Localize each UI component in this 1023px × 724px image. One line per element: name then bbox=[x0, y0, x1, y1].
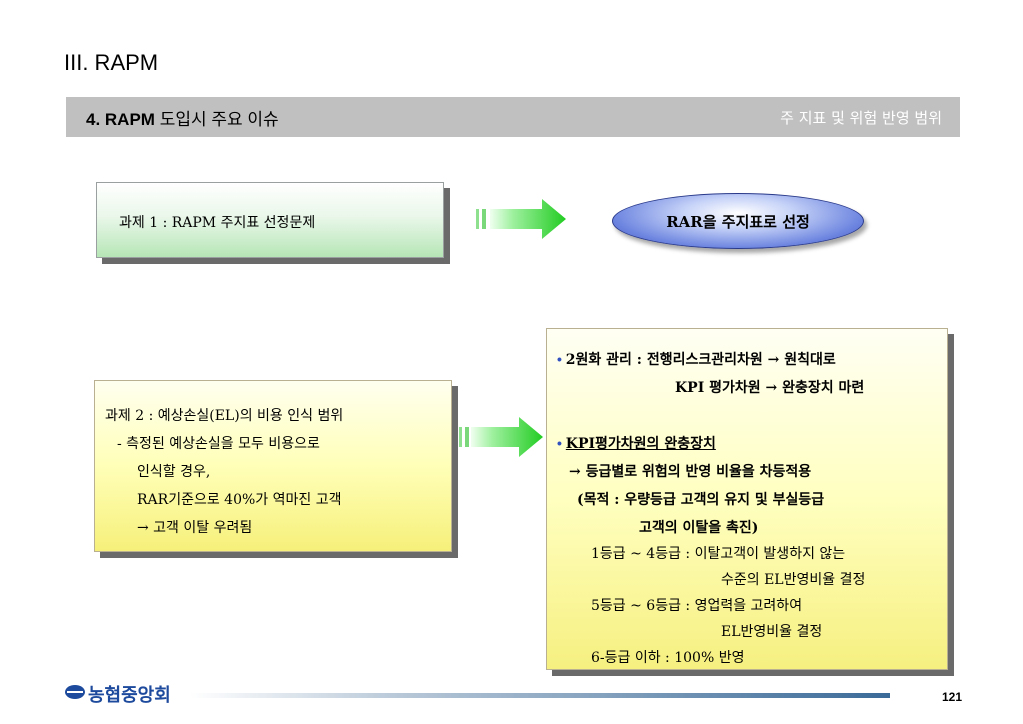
issue-1-box: 과제 1 : RAPM 주지표 선정문제 bbox=[96, 182, 444, 258]
solution-bullet-2: • KPI평가차원의 완충장치 bbox=[557, 433, 716, 453]
issue-2-line: RAR기준으로 40%가 역마진 고객 bbox=[137, 492, 342, 508]
solution-line: → 등급별로 위험의 반영 비율을 차등적용 bbox=[569, 464, 812, 480]
solution-bullet-1-text: 2원화 관리 : 전행리스크관리차원 → 원칙대로 bbox=[565, 352, 836, 368]
rar-result-oval: RAR을 주지표로 선정 bbox=[612, 193, 864, 249]
bullet-icon: • bbox=[557, 435, 566, 451]
page-title: III. RAPM bbox=[64, 50, 159, 75]
grade-rule-line: 5등급 ~ 6등급 : 영업력을 고려하여 bbox=[591, 598, 803, 614]
logo-icon bbox=[65, 685, 85, 699]
issue-2-line: → 고객 이탈 우려됨 bbox=[137, 520, 253, 536]
issue-2-line: - 측정된 예상손실을 모두 비용으로 bbox=[117, 436, 320, 452]
rar-result-text: RAR을 주지표로 선정 bbox=[666, 213, 810, 231]
issue-2-title: 과제 2 : 예상손실(EL)의 비용 인식 범위 bbox=[105, 408, 344, 424]
right-arrow-icon bbox=[459, 417, 543, 457]
right-arrow-icon bbox=[476, 199, 566, 239]
section-title: 4. RAPM 도입시 주요 이슈 bbox=[86, 105, 279, 130]
grade-rule-line: 6-등급 이하 : 100% 반영 bbox=[591, 650, 745, 666]
grade-rule-line: EL반영비율 결정 bbox=[721, 624, 823, 640]
issue-2-line: 인식할 경우, bbox=[137, 464, 211, 480]
section-header-bar: 4. RAPM 도입시 주요 이슈 주 지표 및 위험 반영 범위 bbox=[66, 97, 960, 137]
solution-bullet-1: • 2원화 관리 : 전행리스크관리차원 → 원칙대로 bbox=[557, 349, 836, 369]
grade-rule-line: 수준의 EL반영비율 결정 bbox=[721, 572, 866, 588]
solution-box: • 2원화 관리 : 전행리스크관리차원 → 원칙대로 KPI 평가차원 → 완… bbox=[546, 328, 948, 670]
solution-line: (목적 : 우량등급 고객의 유지 및 부실등급 bbox=[577, 492, 825, 508]
section-title-bold: 4. RAPM bbox=[86, 110, 155, 129]
section-title-rest: 도입시 주요 이슈 bbox=[154, 110, 279, 129]
page-number: 121 bbox=[942, 690, 963, 704]
footer-divider bbox=[190, 693, 890, 698]
bullet-icon: • bbox=[557, 351, 566, 367]
section-subtitle: 주 지표 및 위험 반영 범위 bbox=[780, 109, 942, 127]
issue-2-box: 과제 2 : 예상손실(EL)의 비용 인식 범위 - 측정된 예상손실을 모두… bbox=[94, 380, 452, 552]
solution-bullet-2-title: KPI평가차원의 완충장치 bbox=[565, 436, 716, 452]
issue-1-text: 과제 1 : RAPM 주지표 선정문제 bbox=[119, 215, 316, 231]
solution-bullet-1-cont: KPI 평가차원 → 완충장치 마련 bbox=[675, 380, 865, 396]
logo-text: 농협중앙회 bbox=[88, 685, 171, 705]
grade-rule-line: 1등급 ~ 4등급 : 이탈고객이 발생하지 않는 bbox=[591, 546, 846, 562]
solution-line: 고객의 이탈을 촉진) bbox=[639, 520, 759, 536]
